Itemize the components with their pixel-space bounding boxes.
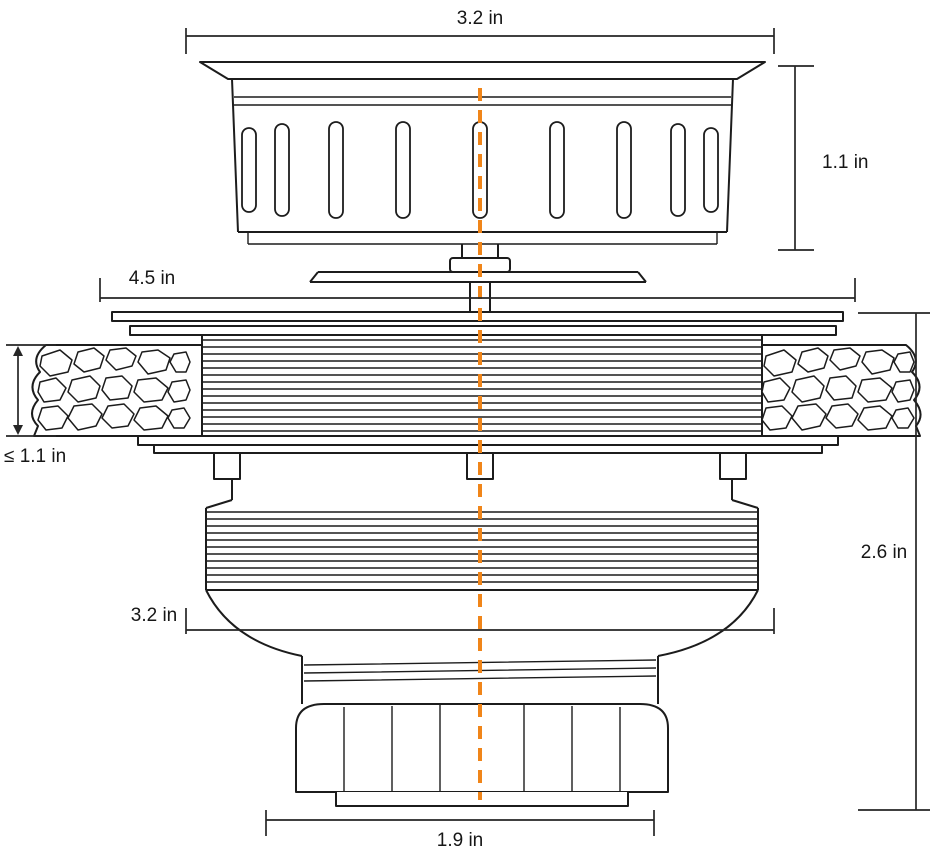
dim-flange-width-label: 4.5 in xyxy=(129,268,175,289)
dim-body-width: 3.2 in xyxy=(131,605,775,634)
flange-plate xyxy=(111,311,844,322)
dim-basket-height-label: 1.1 in xyxy=(822,152,868,173)
taper-walls xyxy=(205,589,759,704)
deck-left-texture xyxy=(37,347,191,431)
locknut-ring xyxy=(153,444,823,454)
friction-washer xyxy=(137,435,839,446)
strainer-basket xyxy=(199,61,766,245)
dim-body-height-label: 2.6 in xyxy=(861,542,907,563)
locknut-wing-right xyxy=(719,452,747,480)
sink-deck-left xyxy=(31,344,201,437)
flange-gasket xyxy=(129,325,837,336)
dim-top-width-label: 3.2 in xyxy=(457,8,503,29)
dim-top-width: 3.2 in xyxy=(185,8,775,54)
locknut-wing-left xyxy=(213,452,241,480)
basket-walls xyxy=(231,78,734,233)
dim-deck-thickness-label: ≤ 1.1 in xyxy=(4,446,66,467)
dim-body-height: 2.6 in xyxy=(858,312,930,811)
basket-drain-slots xyxy=(241,121,719,219)
basket-bottom-recess xyxy=(247,232,718,245)
stem-lower xyxy=(469,282,491,312)
basket-band xyxy=(234,96,731,106)
dim-outlet-width: 1.9 in xyxy=(265,810,655,851)
dim-outlet-width-label: 1.9 in xyxy=(437,830,483,851)
sink-deck-right xyxy=(761,344,922,437)
sink-flange xyxy=(111,311,844,336)
dim-basket-height: 1.1 in xyxy=(778,65,868,251)
tailpiece xyxy=(205,589,759,704)
basket-rim xyxy=(199,61,766,80)
coupling-nut-facets xyxy=(343,705,621,792)
dim-deck-thickness: ≤ 1.1 in xyxy=(4,344,66,467)
dim-body-width-label: 3.2 in xyxy=(131,605,177,626)
dim-flange-width: 4.5 in xyxy=(99,268,856,302)
lower-threads xyxy=(206,511,758,583)
stem-upper xyxy=(461,244,499,258)
locknut xyxy=(137,435,839,500)
lower-body-outline xyxy=(205,499,759,591)
deck-right-texture xyxy=(761,347,915,431)
